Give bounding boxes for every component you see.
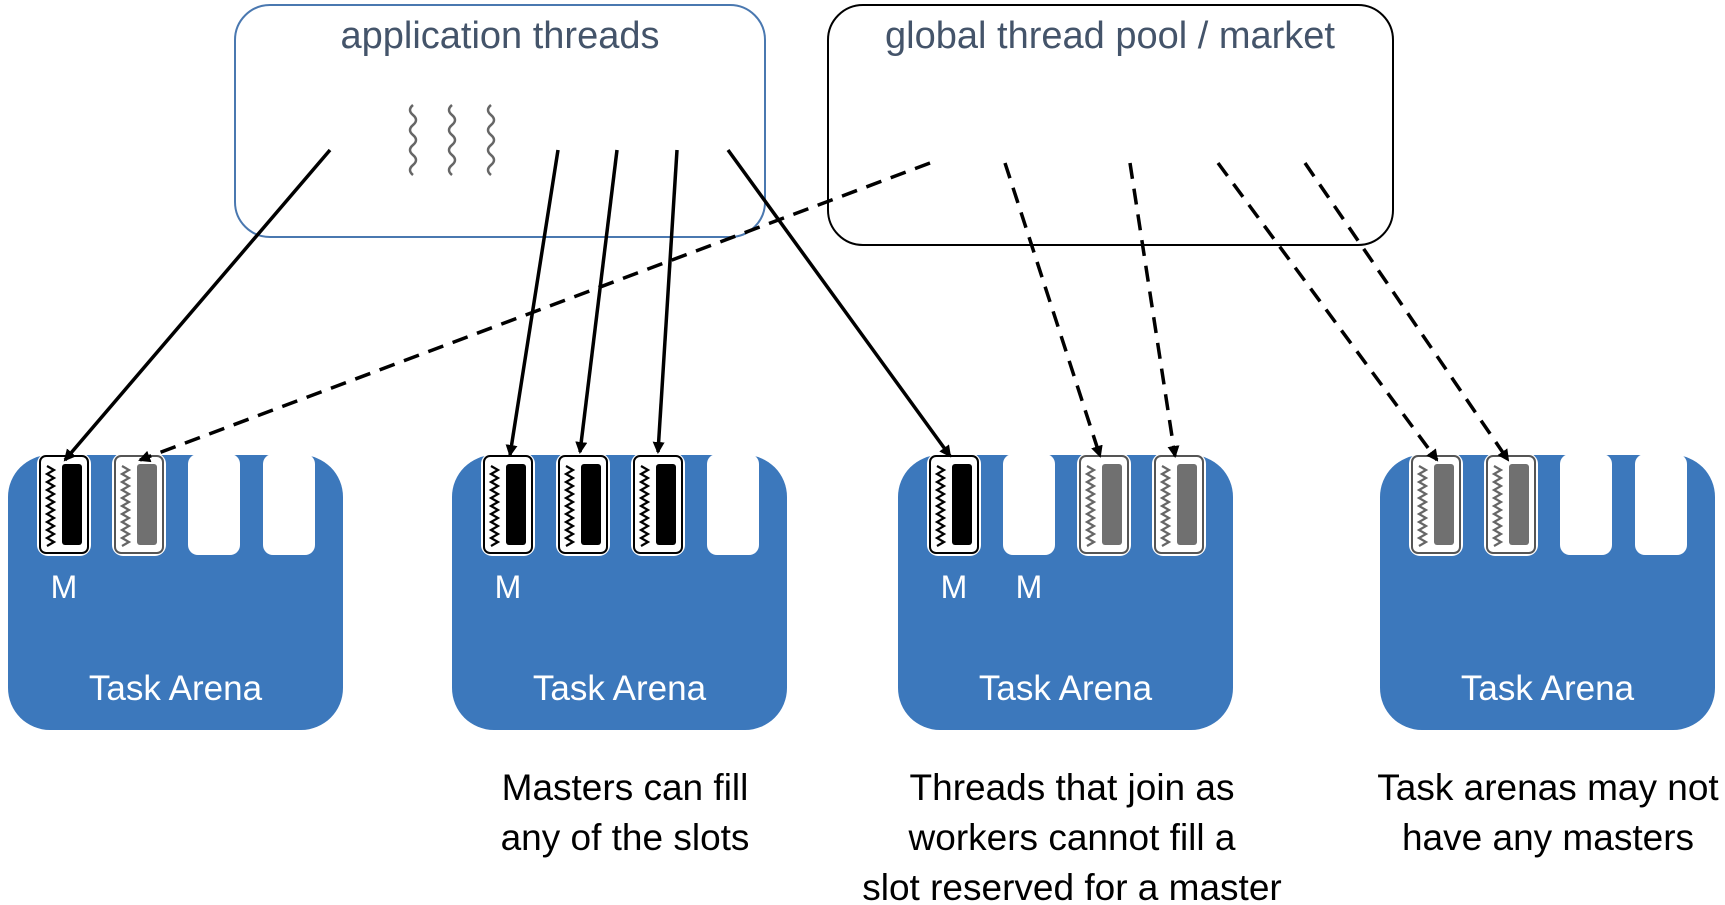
task-arena-3: M M Task Arena: [898, 453, 1233, 730]
arena-caption-2: Masters can fill any of the slots: [501, 767, 750, 858]
arena-slot-master: [37, 453, 91, 556]
master-mark: M: [1016, 569, 1043, 605]
arena-title: Task Arena: [1461, 669, 1635, 708]
arena-slot-empty: [1560, 454, 1612, 555]
application-threads-box: application threads: [234, 4, 766, 238]
arena-slot-worker: [1152, 453, 1206, 556]
arena-body: [1380, 455, 1715, 730]
worker-arrow-arena3-slot4: [1128, 162, 1180, 458]
global-thread-pool-box: global thread pool / market: [827, 4, 1394, 246]
master-arrow-arena1: [63, 148, 332, 462]
task-arena-4: Task Arena: [1380, 453, 1715, 730]
worker-arrows: [138, 161, 1510, 463]
arena-slot-worker: [1484, 453, 1538, 556]
arena-slot-empty: [1635, 454, 1687, 555]
thread-squiggles-icon: [408, 104, 496, 176]
arena-body: [898, 455, 1233, 730]
arena-slot-worker: [1077, 453, 1131, 556]
application-threads-label: application threads: [341, 15, 660, 57]
arena-slot-worker: [112, 453, 166, 556]
caption-line: workers cannot fill a: [908, 817, 1236, 858]
master-arrow-arena2-slot1: [505, 149, 560, 457]
master-mark: M: [495, 569, 522, 605]
master-mark: M: [941, 569, 968, 605]
arena-slot-master: [556, 453, 610, 556]
task-arena-1: M Task Arena: [8, 453, 343, 730]
captions: Masters can fill any of the slots Threads …: [501, 767, 1720, 905]
caption-line: have any masters: [1402, 817, 1694, 858]
arena-body: [452, 455, 787, 730]
global-thread-pool-label: global thread pool / market: [885, 15, 1335, 57]
master-mark: M: [51, 569, 78, 605]
master-arrows: [63, 148, 952, 462]
caption-line: Threads that join as: [910, 767, 1235, 808]
arena-slot-reserved: [1003, 454, 1055, 555]
arena-slot-empty: [188, 454, 240, 555]
caption-line: Masters can fill: [502, 767, 749, 808]
arena-title: Task Arena: [533, 669, 707, 708]
arena-title: Task Arena: [979, 669, 1153, 708]
task-arenas: M Task Arena M Task Arena M M Task Arena Task A…: [8, 453, 1715, 730]
worker-arrow-arena4-slot1: [1216, 161, 1439, 462]
task-arena-2: M Task Arena: [452, 453, 787, 730]
caption-line: Task arenas may not: [1377, 767, 1719, 808]
arena-slot-master: [927, 453, 981, 556]
caption-line: slot reserved for a master: [862, 867, 1281, 905]
worker-arrow-arena1: [138, 161, 931, 463]
arena-slot-master: [631, 453, 685, 556]
master-arrow-arena2-slot2: [575, 149, 619, 454]
arena-slot-empty: [263, 454, 315, 555]
master-arrow-arena2-slot3: [652, 149, 679, 454]
arena-slot-master: [481, 453, 535, 556]
arena-caption-4: Task arenas may not have any masters: [1377, 767, 1719, 858]
master-arrow-arena3: [726, 148, 952, 458]
arena-caption-3: Threads that join as workers cannot fill …: [862, 767, 1281, 905]
arena-slot-empty: [707, 454, 759, 555]
caption-line: any of the slots: [501, 817, 750, 858]
arena-slot-worker: [1409, 453, 1463, 556]
arena-title: Task Arena: [89, 669, 263, 708]
worker-arrow-arena4-slot2: [1303, 162, 1510, 462]
arena-body: [8, 455, 343, 730]
